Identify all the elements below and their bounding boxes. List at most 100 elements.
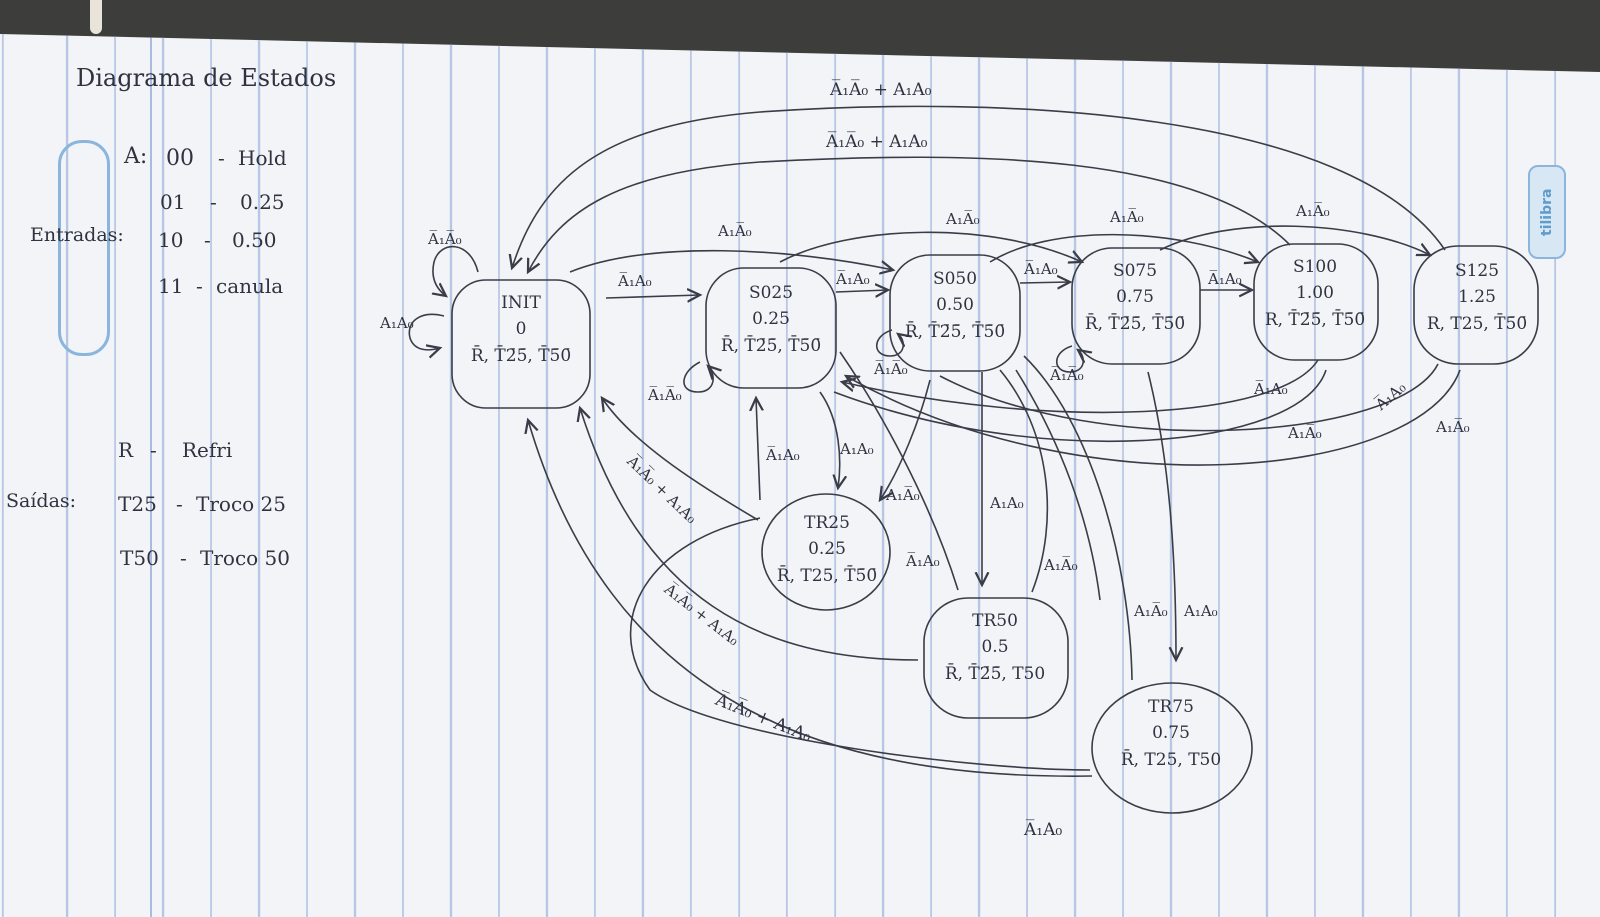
state-s100-value: 1.00 <box>1296 283 1334 304</box>
input-code-00: 00 <box>166 146 194 171</box>
state-tr75-label: TR75 0.75 R̄, T25, T50 <box>1106 694 1236 773</box>
state-tr25-value: 0.25 <box>808 539 846 560</box>
edge-s075-s125 <box>1159 225 1430 255</box>
edge-s025-s075 <box>779 231 1082 262</box>
edge-label-s075-s100: A̅₁A₀ <box>1208 270 1242 288</box>
edge-s050-tr25 <box>880 379 931 500</box>
state-tr75 <box>1091 682 1253 814</box>
edge-s050-s075 <box>1019 282 1070 283</box>
edge-init-s050 <box>569 249 893 272</box>
edge-label-s050-s075: A̅₁A₀ <box>1024 260 1058 278</box>
edge-tr25-s050-b <box>629 517 1091 771</box>
edge-label-s025-tr25: A₁A₀ <box>840 440 874 458</box>
state-s025-name: S025 <box>748 283 794 303</box>
state-init-name: INIT <box>501 293 541 313</box>
state-s075-name: S075 <box>1112 261 1158 281</box>
state-init-label: INIT 0 R̄, T̄2̄5̄, T̄5̄0̄ <box>456 290 586 369</box>
edge-s075-tr75a <box>1023 355 1133 681</box>
state-s050-label: S050 0.50 R̄, T̄2̄5̄, T̄5̄0̄ <box>890 266 1020 345</box>
input-meaning-10: 0.50 <box>232 228 277 252</box>
outputs-group-label: Saídas: <box>6 490 77 512</box>
input-meaning-00: Hold <box>238 146 287 170</box>
edge-tr50-init <box>580 408 919 661</box>
output-meaning-t50: Troco 50 <box>200 546 290 570</box>
edge-label-s075-tr75b: A₁A₀ <box>1184 602 1218 620</box>
input-code-11: 11 <box>158 274 184 298</box>
edge-label-s125-back2: A₁A̅₀ <box>1436 418 1470 436</box>
edge-label-s050-tr25: A₁A̅₀ <box>886 486 920 504</box>
edge-s075-tr75b <box>1147 371 1176 660</box>
state-s025-label: S025 0.25 R̄, T̄2̄5̄, T̄5̄0̄ <box>706 280 836 359</box>
edge-s025-self <box>683 361 713 393</box>
edge-label-s100-back: A̅₁A₀ <box>1254 380 1288 398</box>
edge-label-s075-tr75a: A₁A̅₀ <box>1134 602 1168 620</box>
dash-t50: - <box>180 546 187 570</box>
edge-s075-tr50 <box>999 369 1049 593</box>
edge-s025-s050 <box>835 290 888 292</box>
state-s025-value: 0.25 <box>752 309 790 330</box>
state-s125-value: 1.25 <box>1458 287 1496 308</box>
dash-1: - <box>210 190 217 214</box>
state-s050-name: S050 <box>932 269 978 289</box>
state-s075-label: S075 0.75 R̄, T̄2̄5̄, T̄5̄0̄ <box>1070 258 1200 337</box>
edge-label-init-s050: A₁A̅₀ <box>718 222 752 240</box>
state-tr25-outputs: R̄, T25, T̄5̄0̄ <box>776 565 878 586</box>
output-code-t25: T25 <box>118 492 157 516</box>
edge-label-init-s025: A̅₁A₀ <box>618 272 652 290</box>
edge-s050-s100 <box>989 233 1258 262</box>
edge-top-outer <box>512 105 1446 268</box>
state-tr25-label: TR25 0.25 R̄, T25, T̄5̄0̄ <box>762 510 892 589</box>
state-tr50-value: 0.5 <box>981 637 1009 658</box>
edge-label-s025-s050: A̅₁A₀ <box>836 270 870 288</box>
state-tr75-value: 0.75 <box>1152 723 1190 744</box>
state-s125 <box>1413 245 1539 365</box>
notebook-page: tilibra <box>0 34 1600 917</box>
charger-cable <box>90 0 102 34</box>
output-meaning-t25: Troco 25 <box>196 492 286 516</box>
state-s050 <box>889 254 1021 372</box>
edge-label-init-self-left: A₁A₀ <box>380 314 414 332</box>
edge-tr50-s075 <box>1015 369 1101 601</box>
edge-s125-back2 <box>939 363 1439 432</box>
state-s125-name: S125 <box>1454 261 1500 281</box>
state-s050-outputs: R̄, T̄2̄5̄, T̄5̄0̄ <box>904 321 1006 342</box>
edge-init-self-left <box>408 313 445 349</box>
state-s100-outputs: R, T̄2̄5̄, T̄5̄0̄ <box>1264 309 1366 330</box>
edge-top-inner <box>528 156 1291 272</box>
state-s125-outputs: R, T25, T̄5̄0̄ <box>1426 313 1528 334</box>
edge-label-tr25-s025: A̅₁A₀ <box>766 446 800 464</box>
state-tr25 <box>761 493 891 611</box>
state-s075-value: 0.75 <box>1116 287 1154 308</box>
edge-label-s100-back2: A₁A̅₀ <box>1288 424 1322 442</box>
diagram-title: Diagrama de Estados <box>76 64 337 92</box>
state-s100 <box>1253 243 1379 361</box>
edge-label-s050-tr50: A₁A₀ <box>990 494 1024 512</box>
edge-label-top-outer: A̅₁A̅₀ + A₁A₀ <box>830 80 932 100</box>
edge-label-top-inner: A̅₁A̅₀ + A₁A₀ <box>826 132 928 152</box>
edge-label-s050-self: A̅₁A̅₀ <box>874 360 908 378</box>
inputs-var: A: <box>124 144 148 169</box>
brand-tab: tilibra <box>1528 165 1566 259</box>
output-meaning-r: Refri <box>182 438 233 462</box>
edge-s025-init <box>602 398 759 521</box>
edge-label-s025-s075: A₁A̅₀ <box>946 210 980 228</box>
state-init-value: 0 <box>515 319 527 340</box>
inputs-group-label: Entradas: <box>30 224 124 246</box>
edge-init-self-top <box>433 245 479 296</box>
edge-init-s025 <box>605 295 700 298</box>
state-s100-label: S100 1.00 R, T̄2̄5̄, T̄5̄0̄ <box>1250 254 1380 333</box>
state-s100-name: S100 <box>1292 257 1338 277</box>
state-tr50-outputs: R̄, T̄2̄5̄, T50 <box>944 663 1046 684</box>
state-s125-label: S125 1.25 R, T25, T̄5̄0̄ <box>1412 258 1542 337</box>
output-code-t50: T50 <box>120 546 159 570</box>
state-s050-value: 0.50 <box>936 295 974 316</box>
edge-s075-self <box>1055 345 1084 373</box>
state-init-outputs: R̄, T̄2̄5̄, T̄5̄0̄ <box>470 345 572 366</box>
state-tr50-label: TR50 0.5 R̄, T̄2̄5̄, T50 <box>930 608 1060 687</box>
edge-s100-back2 <box>833 369 1327 443</box>
edge-s025-tr25 <box>819 391 840 488</box>
input-meaning-11: canula <box>216 274 284 298</box>
edge-tr25-s025 <box>756 398 760 501</box>
state-tr75-outputs: R̄, T25, T50 <box>1120 749 1222 770</box>
